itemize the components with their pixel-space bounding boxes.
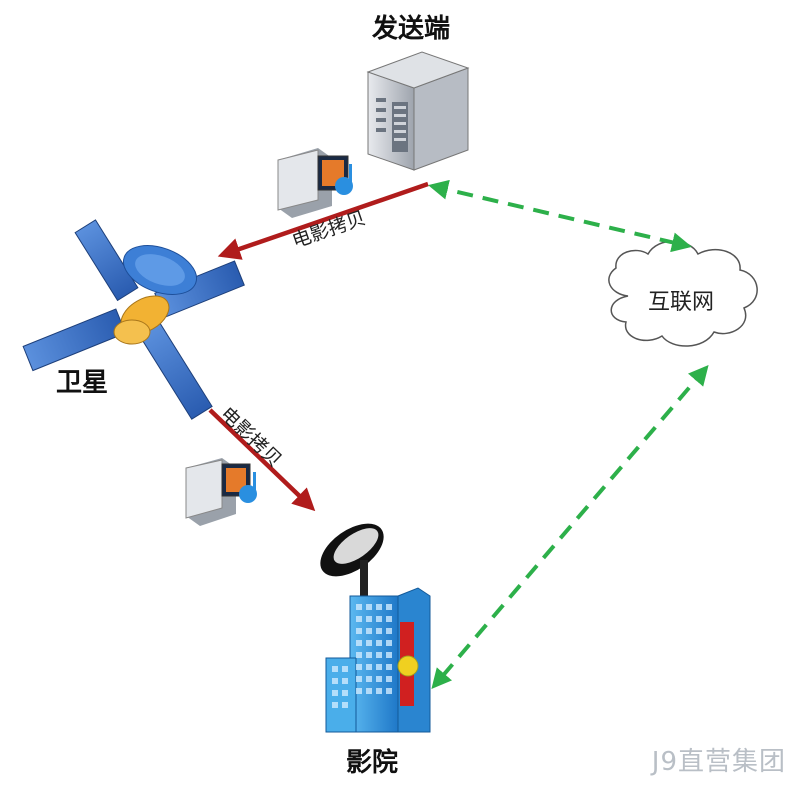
transfer-arrow-satellite-cinema <box>208 408 316 512</box>
cinema-label: 影院 <box>346 748 399 778</box>
satellite-icon <box>22 219 245 420</box>
transfer-arrow-sender-satellite <box>217 181 429 260</box>
satellite-label: 卫星 <box>56 368 109 398</box>
sender-label: 发送端 <box>372 14 451 44</box>
cinema-building-icon <box>320 523 431 733</box>
internet-label: 互联网 <box>648 290 715 315</box>
network-arrow-sender-internet <box>428 179 692 253</box>
network-arrow-internet-cinema <box>431 364 709 690</box>
server-icon <box>366 51 470 171</box>
watermark: J9直营集团 <box>651 747 786 777</box>
film-file-icon <box>277 148 353 218</box>
film-file-icon <box>185 458 257 526</box>
